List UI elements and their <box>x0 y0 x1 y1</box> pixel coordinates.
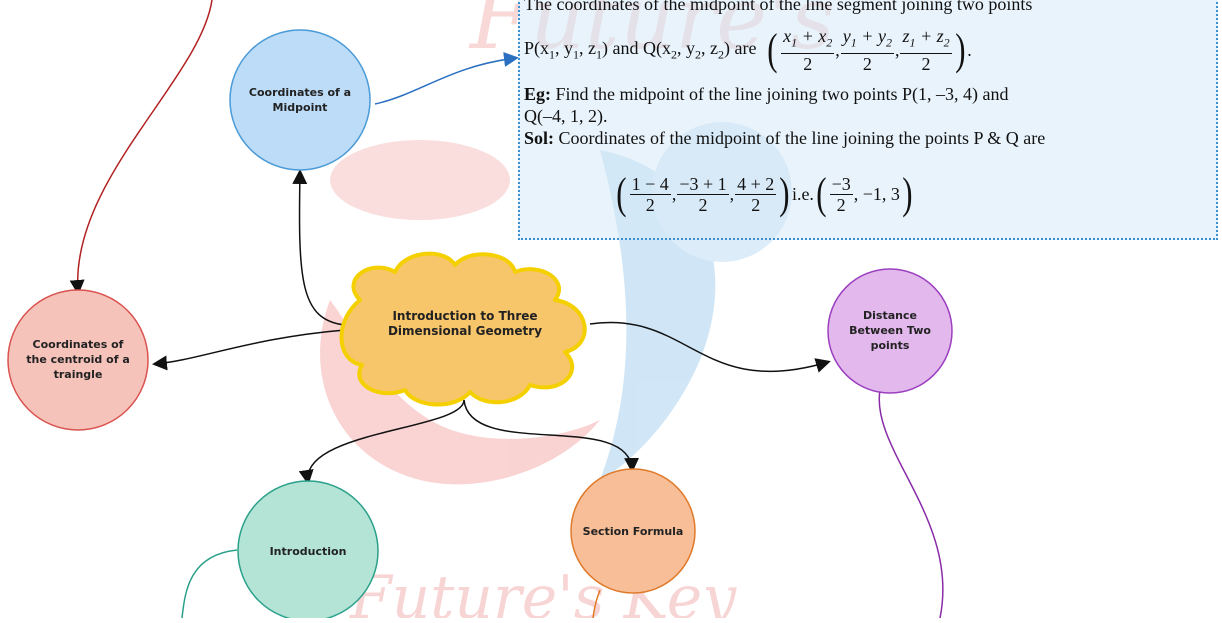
edge-center-introduction <box>298 399 465 485</box>
note-point-p: P(x1, y1, z1) <box>524 37 613 62</box>
edge-section-down <box>592 589 601 619</box>
edge-center-section <box>463 399 640 473</box>
note-ie: i.e. <box>791 183 814 204</box>
note-line1: The coordinates of the midpoint of the l… <box>524 0 1033 14</box>
note-eg-text: Find the midpoint of the line joining tw… <box>555 84 1009 104</box>
res-paren-close: ) <box>902 169 913 218</box>
note-paren-close: ) <box>954 25 966 74</box>
res-rest: , −1, 3 <box>853 183 900 204</box>
node-section[interactable] <box>570 468 696 594</box>
node-introduction-label: Introduction <box>269 545 347 558</box>
note-line2: P(x1, y1, z1) and Q(x2, y2, z2) are ( x1… <box>524 25 972 74</box>
edge-distance-down <box>878 389 944 619</box>
node-center-cloud[interactable] <box>339 251 587 407</box>
note-sol-text: Coordinates of the midpoint of the line … <box>558 128 1046 148</box>
note-eg-line: Eg: Find the midpoint of the line joinin… <box>524 84 1008 105</box>
note-and-q: and Q(x2, y2, z2) are <box>612 37 766 62</box>
node-midpoint[interactable] <box>229 29 371 171</box>
note-sol-label: Sol: <box>524 128 555 148</box>
note-eg-text2: Q(–4, 1, 2). <box>524 106 608 126</box>
edge-midpoint-note <box>374 52 519 105</box>
res-paren-open: ( <box>816 169 827 218</box>
edge-center-midpoint <box>292 169 346 326</box>
midpoint-note-box: The coordinates of the midpoint of the l… <box>518 0 1218 240</box>
sol-paren-close: ) <box>779 169 790 218</box>
node-section-label: Section Formula <box>582 525 684 538</box>
sol-paren-open: ( <box>616 169 627 218</box>
edge-center-distance <box>589 321 831 373</box>
edge-top-centroid <box>69 0 213 295</box>
note-eg-label: Eg: <box>524 84 551 104</box>
node-centroid[interactable] <box>7 289 149 431</box>
node-distance[interactable] <box>827 268 953 394</box>
edge-center-centroid <box>152 329 346 371</box>
edge-intro-down <box>181 549 238 619</box>
note-paren-open: ( <box>767 25 778 74</box>
note-sol-line: Sol: Coordinates of the midpoint of the … <box>524 128 1045 149</box>
